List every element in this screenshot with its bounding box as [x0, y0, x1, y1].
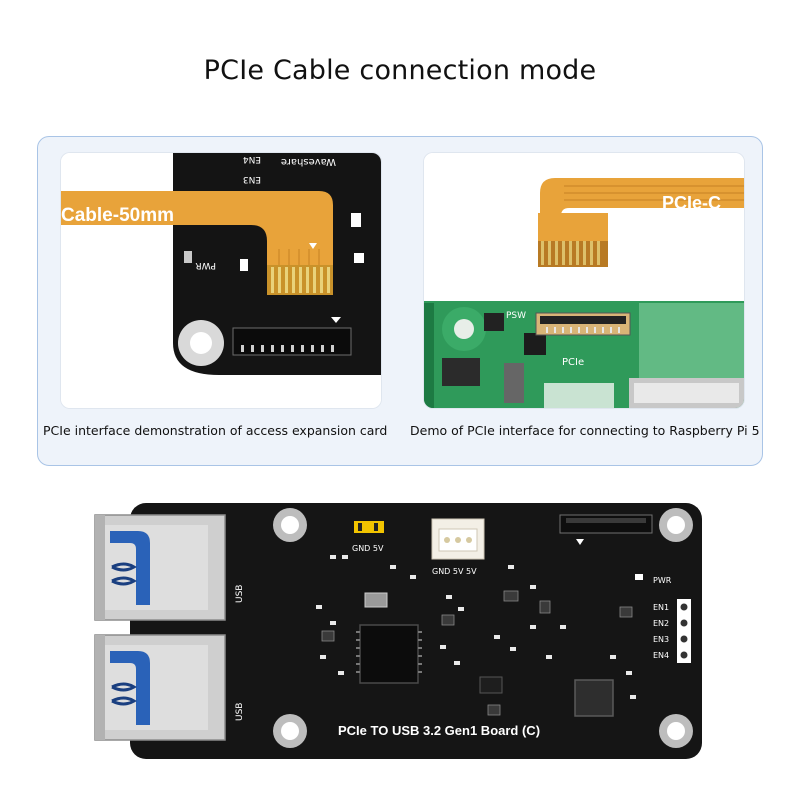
en3-silkscreen: EN3 — [243, 174, 261, 184]
pcie-silkscreen: PCIe — [562, 357, 584, 368]
jumper-label: GND 5V — [352, 544, 384, 553]
pwr-silkscreen: PWR — [195, 260, 216, 270]
right-demo-photo: PSW PCIe PCIe-C — [424, 153, 744, 408]
usb-label-top: USB — [235, 585, 245, 603]
header-label: GND 5V 5V — [432, 567, 477, 576]
cable-label: Cable-50mm — [61, 205, 174, 226]
board-name: PCIe TO USB 3.2 Gen1 Board (C) — [338, 723, 540, 738]
en1-label: EN1 — [653, 603, 669, 612]
page-title: PCIe Cable connection mode — [203, 55, 597, 86]
usb-port-bottom — [94, 634, 226, 741]
product-board: USB USB GND 5V GND 5V 5V PWR EN1 EN2 EN3… — [90, 495, 710, 765]
en4-silkscreen: EN4 — [243, 154, 261, 164]
brand-silkscreen: Waveshare — [281, 156, 336, 167]
right-photo-caption: Demo of PCIe interface for connecting to… — [410, 423, 760, 438]
en2-label: EN2 — [653, 619, 669, 628]
left-demo-photo: EN4 EN3 Waveshare PWR Cable-50mm — [61, 153, 381, 408]
cable-label-right: PCIe-C — [662, 193, 721, 213]
en3-label: EN3 — [653, 635, 669, 644]
en4-label: EN4 — [653, 651, 669, 660]
usb-label-bottom: USB — [235, 703, 245, 721]
left-photo-caption: PCIe interface demonstration of access e… — [43, 423, 388, 438]
usb-port-top — [94, 514, 226, 621]
psw-silkscreen: PSW — [506, 311, 526, 321]
pwr-label: PWR — [653, 576, 672, 585]
